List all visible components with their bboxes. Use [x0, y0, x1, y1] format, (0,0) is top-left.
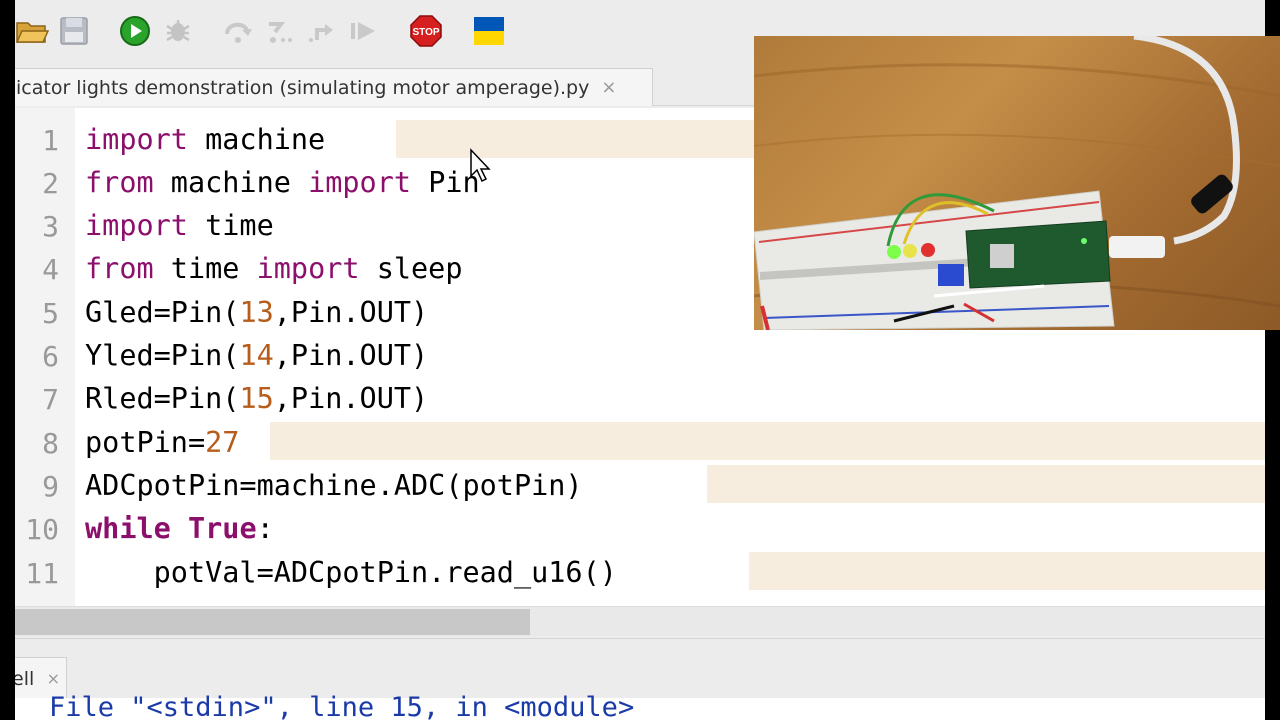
code-line-2: from machine import Pin	[85, 166, 480, 199]
shell-output-line: File "<stdin>", line 15, in <module>	[49, 692, 635, 720]
step-into-icon	[269, 22, 292, 43]
step-over-icon	[225, 22, 252, 43]
stop-button[interactable]: STOP	[409, 14, 443, 48]
step-out-icon	[309, 24, 333, 42]
save-icon	[60, 17, 88, 45]
step-over-button[interactable]	[221, 14, 255, 48]
editor-tab-title: icator lights demonstration (simulating …	[16, 76, 590, 99]
line-number: 11	[25, 557, 59, 590]
code-line-6: Yled=Pin(14,Pin.OUT)	[85, 339, 429, 372]
trailing-whitespace-highlight	[396, 120, 816, 158]
code-line-4: from time import sleep	[85, 252, 463, 285]
ukraine-flag-icon	[474, 17, 504, 45]
toolbar: STOP	[15, 0, 1265, 64]
debug-button[interactable]	[161, 14, 195, 48]
scrollbar-thumb[interactable]	[15, 609, 530, 635]
folder-open-icon	[15, 22, 49, 43]
webcam-overlay	[754, 36, 1280, 330]
line-number: 8	[42, 427, 59, 460]
support-ukraine-button[interactable]	[472, 14, 506, 48]
code-line-3: import time	[85, 209, 274, 242]
line-number-gutter: 1 2 3 4 5 6 7 8 9 10 11	[15, 108, 75, 606]
shell-tab-title: ell	[15, 667, 35, 690]
code-line-5: Gled=Pin(13,Pin.OUT)	[85, 296, 429, 329]
shell-tab[interactable]: ell ×	[15, 657, 67, 699]
stop-icon: STOP	[410, 15, 442, 47]
editor-tab[interactable]: icator lights demonstration (simulating …	[15, 68, 653, 106]
step-out-button[interactable]	[305, 14, 339, 48]
code-line-7: Rled=Pin(15,Pin.OUT)	[85, 382, 429, 415]
line-number: 10	[25, 513, 59, 546]
code-line-11: potVal=ADCpotPin.read_u16()	[85, 556, 617, 589]
run-button[interactable]	[118, 14, 152, 48]
line-number: 9	[42, 470, 59, 503]
trailing-whitespace-highlight	[270, 422, 1265, 460]
shell-tab-strip: ell ×	[15, 638, 1265, 699]
close-icon[interactable]: ×	[601, 77, 617, 98]
code-line-8: potPin=27	[85, 426, 240, 459]
trailing-whitespace-highlight	[749, 552, 1265, 590]
stop-label: STOP	[412, 27, 439, 38]
breadboard-photo-icon	[754, 36, 1280, 330]
resume-icon	[351, 22, 375, 40]
line-number: 4	[42, 253, 59, 286]
code-area[interactable]: import machine from machine import Pin i…	[15, 108, 1265, 606]
line-number: 3	[42, 210, 59, 243]
shell-console[interactable]: File "<stdin>", line 15, in <module>	[15, 692, 1265, 720]
trailing-whitespace-highlight	[707, 465, 1265, 503]
bug-icon	[166, 20, 190, 42]
line-number: 2	[42, 167, 59, 200]
line-number: 6	[42, 340, 59, 373]
close-icon[interactable]: ×	[46, 669, 60, 688]
save-button[interactable]	[57, 14, 91, 48]
step-into-button[interactable]	[263, 14, 297, 48]
line-number: 1	[42, 124, 59, 157]
resume-button[interactable]	[347, 14, 381, 48]
line-number: 7	[42, 383, 59, 416]
code-line-10: while True:	[85, 512, 274, 545]
open-file-button[interactable]	[15, 14, 49, 48]
run-icon	[120, 16, 150, 46]
code-line-9: ADCpotPin=machine.ADC(potPin)	[85, 469, 583, 502]
horizontal-scrollbar[interactable]	[15, 606, 1265, 636]
line-number: 5	[42, 297, 59, 330]
code-line-1: import machine	[85, 123, 326, 156]
mouse-cursor-icon	[470, 148, 491, 183]
